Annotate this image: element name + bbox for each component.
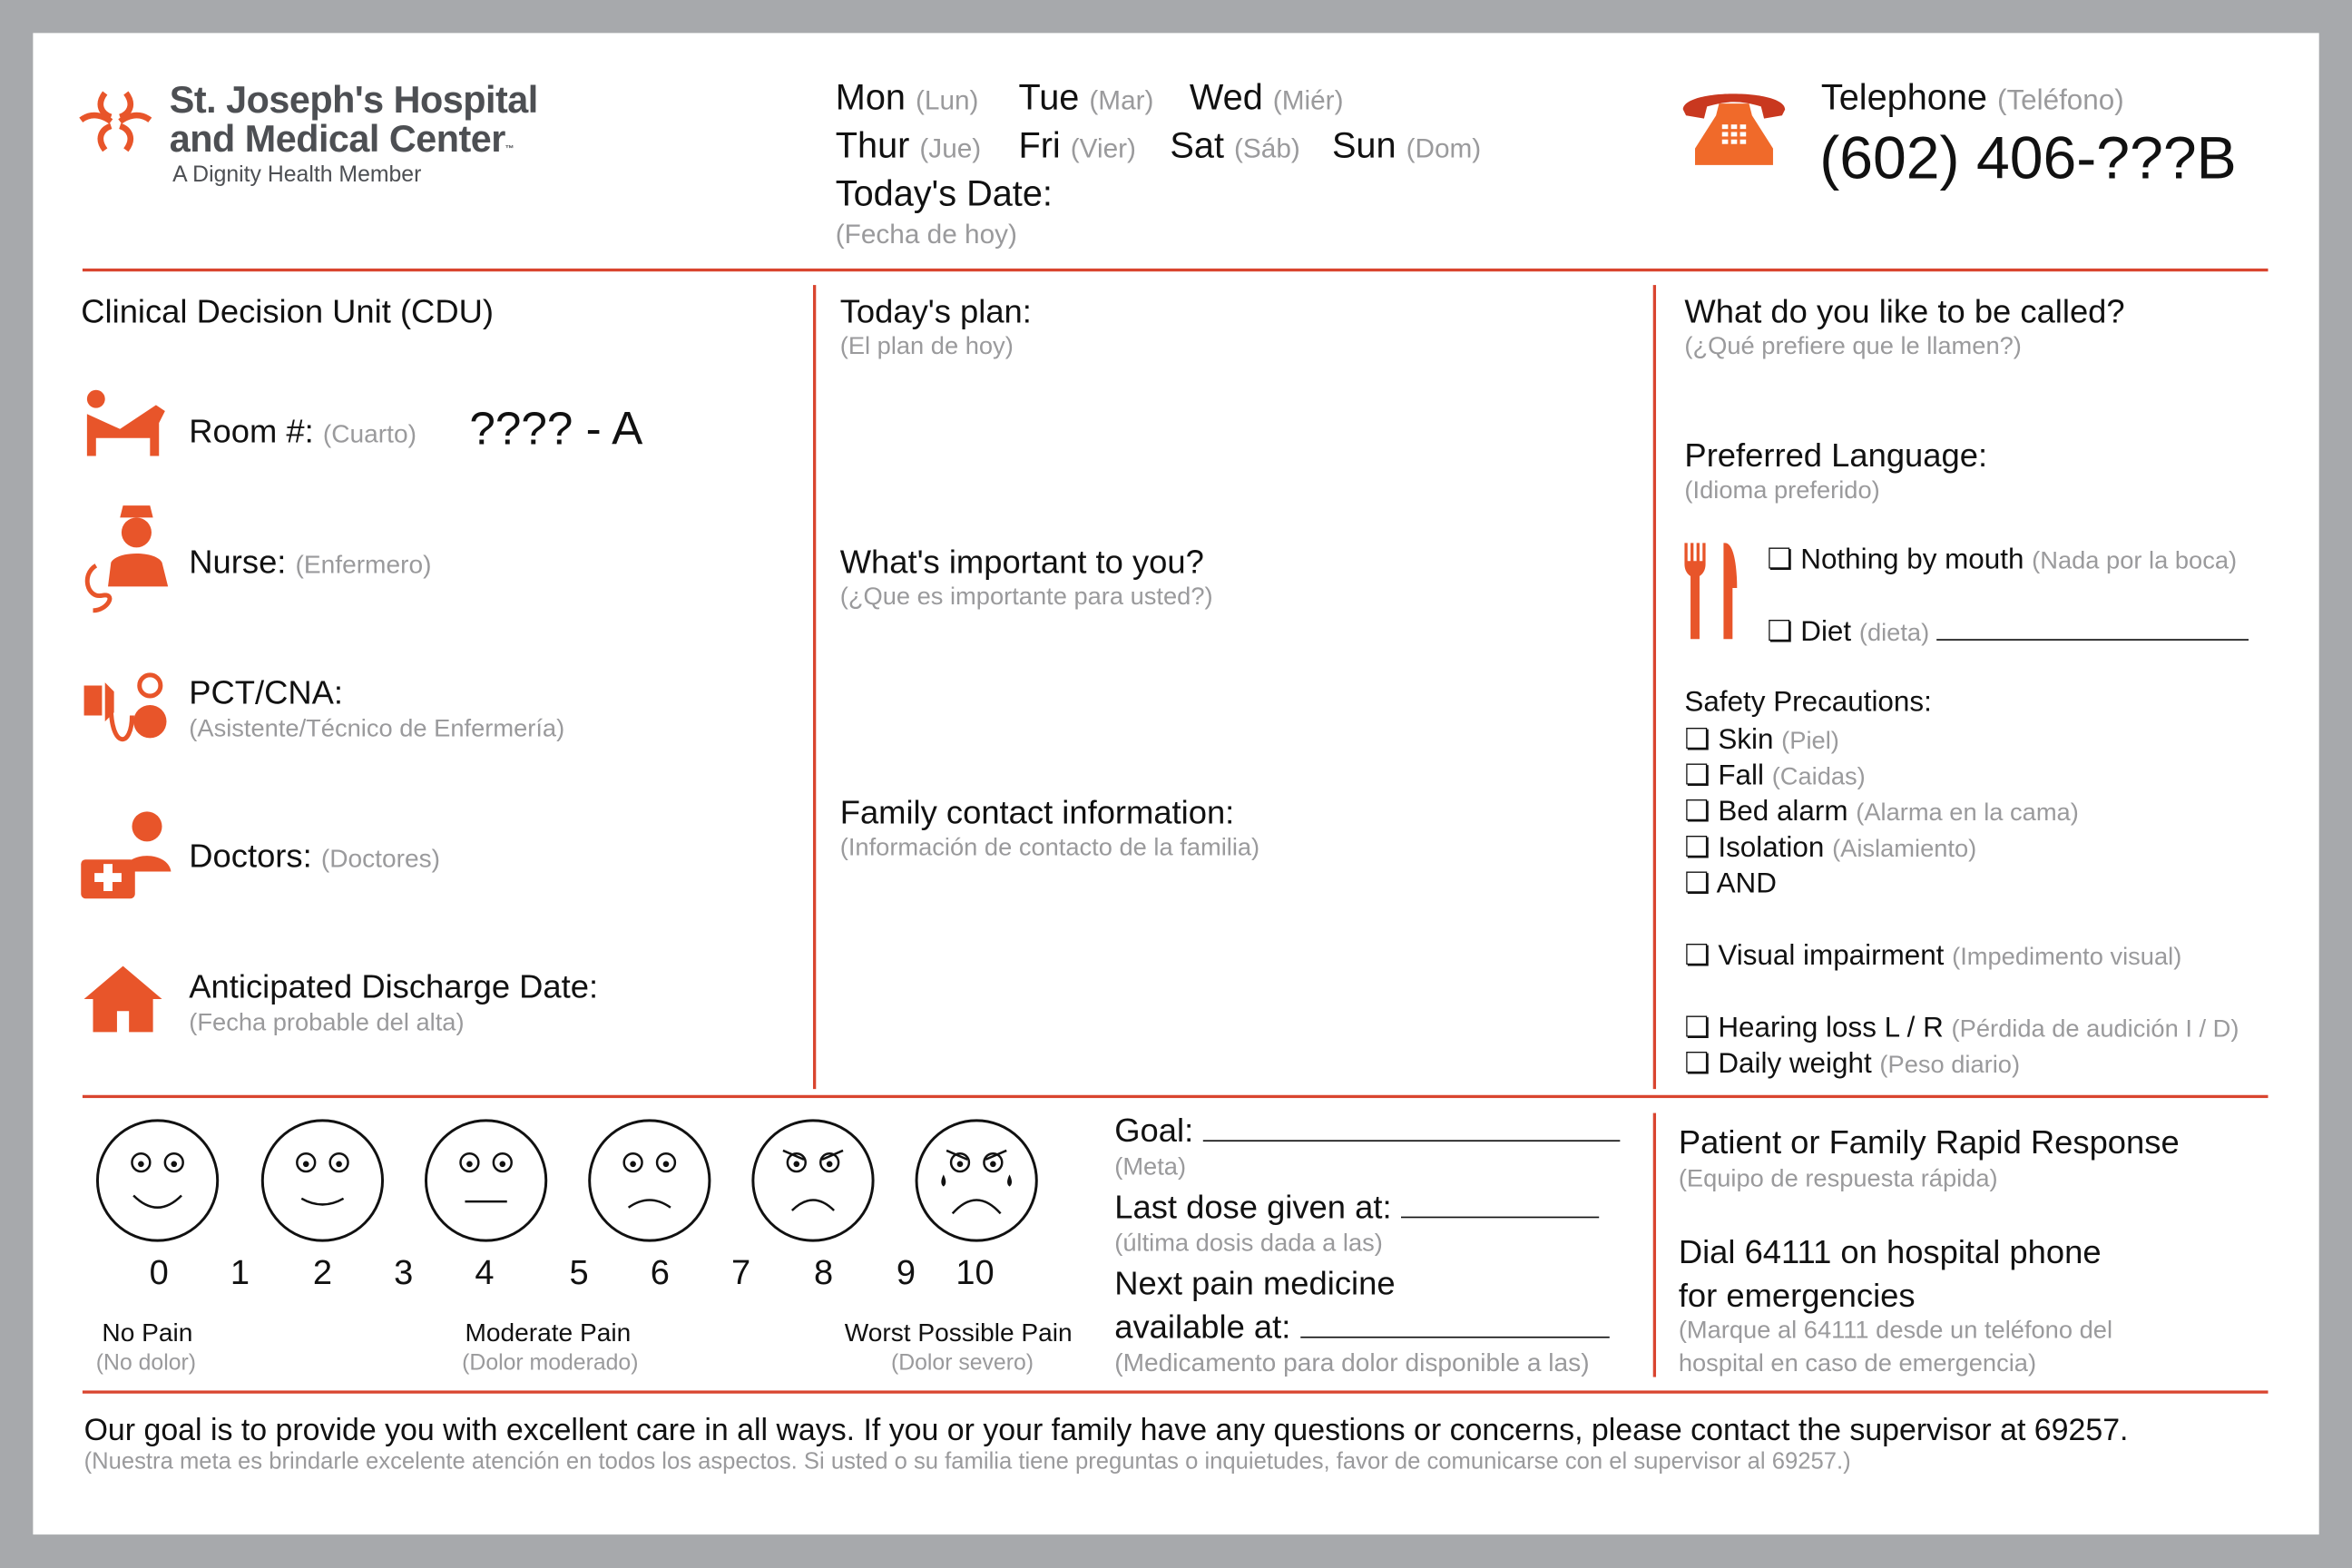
last-dose-field[interactable]: Last dose given at: — [1114, 1188, 1599, 1227]
fork-knife-icon — [1684, 543, 1738, 640]
bed-icon — [86, 389, 165, 456]
room-number: ???? - A — [469, 402, 643, 455]
next-medicine-label: Next pain medicine — [1114, 1264, 1396, 1302]
diet-blank[interactable] — [1936, 639, 2249, 641]
rapid-response-title-es: (Equipo de respuesta rápida) — [1678, 1165, 1998, 1193]
goal-field[interactable]: Goal: — [1114, 1112, 1620, 1151]
divider-footer — [82, 1390, 2269, 1394]
discharge-label: Anticipated Discharge Date: — [189, 967, 599, 1005]
day-sat: Sat (Sáb) — [1170, 125, 1300, 167]
divider-rapid — [1652, 1112, 1657, 1377]
next-medicine-field[interactable]: available at: — [1114, 1308, 1610, 1348]
hospital-name-line1: St. Joseph's Hospital — [169, 79, 538, 122]
footer-message: Our goal is to provide you with excellen… — [83, 1413, 2129, 1448]
rapid-response-title: Patient or Family Rapid Response — [1678, 1123, 2180, 1161]
pain-number[interactable]: 6 — [650, 1252, 670, 1292]
pain-number[interactable]: 8 — [813, 1252, 834, 1292]
pain-number[interactable]: 0 — [149, 1252, 169, 1292]
divider-header — [82, 268, 2269, 272]
safety-fall-checkbox[interactable]: ❏ Fall (Caidas) — [1684, 760, 1866, 792]
language-label: Preferred Language: — [1684, 436, 1988, 475]
safety-bed-alarm-checkbox[interactable]: ❏ Bed alarm (Alarma en la cama) — [1684, 796, 2079, 828]
divider-col1 — [812, 285, 817, 1090]
divider-middle — [82, 1094, 2269, 1099]
visual-impairment-checkbox[interactable]: ❏ Visual impairment (Impedimento visual) — [1684, 940, 2182, 973]
called-label-es: (¿Qué prefiere que le llamen?) — [1684, 332, 2022, 360]
worst-pain-label-es: (Dolor severo) — [890, 1349, 1034, 1376]
pain-number[interactable]: 7 — [731, 1252, 751, 1292]
todays-date-label: Today's Date: — [835, 173, 1053, 215]
doctor-icon — [81, 811, 172, 899]
pain-face-2-icon — [260, 1119, 385, 1242]
plan-label-es: (El plan de hoy) — [839, 332, 1014, 360]
todays-date-label-es: (Fecha de hoy) — [835, 219, 1017, 250]
important-label: What's important to you? — [839, 543, 1204, 581]
pain-number[interactable]: 1 — [230, 1252, 250, 1292]
unit-title: Clinical Decision Unit (CDU) — [81, 292, 494, 330]
dial-es-line1: (Marque al 64111 desde un teléfono del — [1678, 1317, 2113, 1345]
safety-isolation-checkbox[interactable]: ❏ Isolation (Aislamiento) — [1684, 832, 1977, 865]
pain-face-4-icon — [424, 1119, 548, 1242]
day-sun: Sun (Dom) — [1331, 125, 1482, 167]
nurse-label: Nurse: (Enfermero) — [189, 543, 432, 581]
doctors-label: Doctors: (Doctores) — [189, 837, 441, 875]
safety-title: Safety Precautions: — [1684, 687, 1932, 719]
telephone-number: (602) 406-???B — [1819, 125, 2237, 192]
telephone-label: Telephone (Teléfono) — [1820, 77, 2124, 119]
next-medicine-label-es: (Medicamento para dolor disponible a las… — [1114, 1348, 1590, 1377]
discharge-label-es: (Fecha probable del alta) — [189, 1009, 465, 1037]
pain-number[interactable]: 10 — [956, 1252, 995, 1292]
pct-label-es: (Asistente/Técnico de Enfermería) — [189, 715, 565, 743]
pain-number[interactable]: 9 — [896, 1252, 916, 1292]
dial-line1: Dial 64111 on hospital phone — [1678, 1232, 2102, 1271]
blood-pressure-icon — [83, 672, 167, 742]
family-label: Family contact information: — [839, 793, 1235, 831]
family-label-es: (Información de contacto de la familia) — [839, 834, 1260, 861]
divider-col2 — [1652, 285, 1657, 1090]
pain-number[interactable]: 5 — [569, 1252, 589, 1292]
called-label: What do you like to be called? — [1684, 292, 2125, 330]
no-pain-label-es: (No dolor) — [95, 1349, 197, 1376]
hospital-name-line2: and Medical Center — [169, 118, 506, 161]
goal-label-es: (Meta) — [1114, 1153, 1187, 1181]
hearing-loss-checkbox[interactable]: ❏ Hearing loss L / R (Pérdida de audició… — [1684, 1012, 2239, 1044]
pct-label: PCT/CNA: — [189, 673, 344, 711]
pain-number[interactable]: 4 — [475, 1252, 495, 1292]
day-mon: Mon (Lun) — [835, 77, 979, 119]
pain-face-6-icon — [588, 1119, 711, 1242]
room-label: Room #: (Cuarto) — [189, 412, 416, 450]
nurse-icon — [84, 505, 169, 613]
hospital-logo-icon — [79, 91, 152, 152]
diet-checkbox[interactable]: ❏ Diet (dieta) — [1767, 615, 2249, 650]
trademark: ™ — [505, 145, 514, 155]
day-fri: Fri (Vier) — [1018, 125, 1136, 167]
pain-face-10-icon — [915, 1119, 1038, 1242]
pain-face-0-icon — [95, 1119, 220, 1242]
pain-number[interactable]: 2 — [312, 1252, 332, 1292]
dial-es-line2: hospital en caso de emergencia) — [1678, 1349, 2037, 1377]
worst-pain-label: Worst Possible Pain — [844, 1318, 1073, 1348]
language-label-es: (Idioma preferido) — [1684, 476, 1880, 505]
safety-skin-checkbox[interactable]: ❏ Skin (Piel) — [1684, 724, 1839, 757]
day-thur: Thur (Jue) — [835, 125, 982, 167]
last-dose-label-es: (última dosis dada a las) — [1114, 1230, 1383, 1258]
plan-label: Today's plan: — [839, 292, 1032, 330]
telephone-icon — [1682, 93, 1786, 165]
logo-tagline: A Dignity Health Member — [172, 162, 422, 188]
npo-checkbox[interactable]: ❏ Nothing by mouth (Nada por la boca) — [1767, 544, 2238, 576]
pain-face-8-icon — [751, 1119, 875, 1242]
house-icon — [83, 965, 162, 1033]
pain-number[interactable]: 3 — [394, 1252, 414, 1292]
whiteboard-card — [33, 33, 2319, 1535]
dial-line2: for emergencies — [1678, 1276, 1916, 1315]
important-label-es: (¿Que es importante para usted?) — [839, 583, 1213, 611]
moderate-pain-label-es: (Dolor moderado) — [462, 1349, 639, 1376]
day-wed: Wed (Miér) — [1189, 77, 1344, 119]
daily-weight-checkbox[interactable]: ❏ Daily weight (Peso diario) — [1684, 1048, 2021, 1081]
safety-and-checkbox[interactable]: ❏ AND — [1684, 868, 1777, 900]
no-pain-label: No Pain — [102, 1318, 193, 1348]
moderate-pain-label: Moderate Pain — [465, 1318, 632, 1348]
day-tue: Tue (Mar) — [1018, 77, 1154, 119]
footer-message-es: (Nuestra meta es brindarle excelente ate… — [83, 1448, 1851, 1475]
